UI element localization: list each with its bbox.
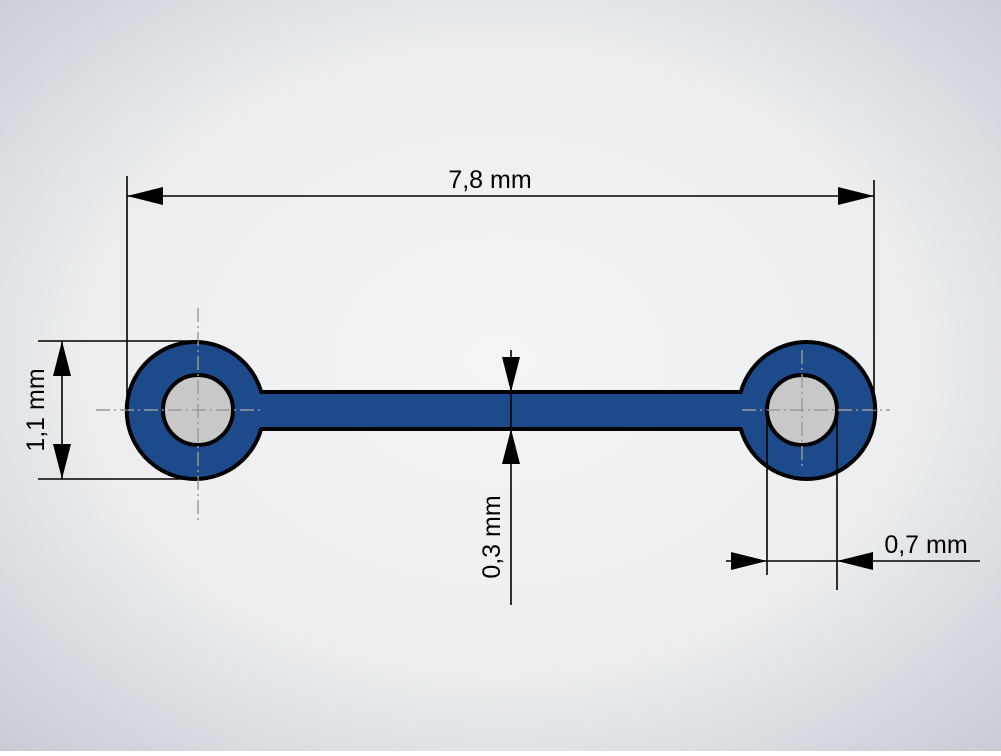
centerlines [96, 308, 890, 524]
arrowhead-bottom [53, 444, 71, 479]
arrowhead-left [731, 552, 767, 570]
label-overall-length: 7,8 mm [448, 166, 531, 194]
dimension-hole-diameter [726, 410, 980, 590]
arrowhead-right [838, 187, 874, 205]
dimension-pad-diameter [38, 340, 198, 480]
label-pad-diameter: 1,1 mm [22, 368, 50, 451]
dimension-overall-length [126, 176, 875, 410]
arrowhead-top [53, 341, 71, 376]
dogbone-shape [124, 340, 878, 481]
label-bar-width: 0,3 mm [478, 495, 506, 578]
arrowhead-right [837, 552, 873, 570]
label-hole-diameter: 0,7 mm [884, 531, 967, 559]
arrowhead-bottom [502, 429, 520, 464]
arrowhead-left [127, 187, 163, 205]
dimension-bar-width [502, 350, 520, 605]
arrowhead-top [502, 357, 520, 392]
